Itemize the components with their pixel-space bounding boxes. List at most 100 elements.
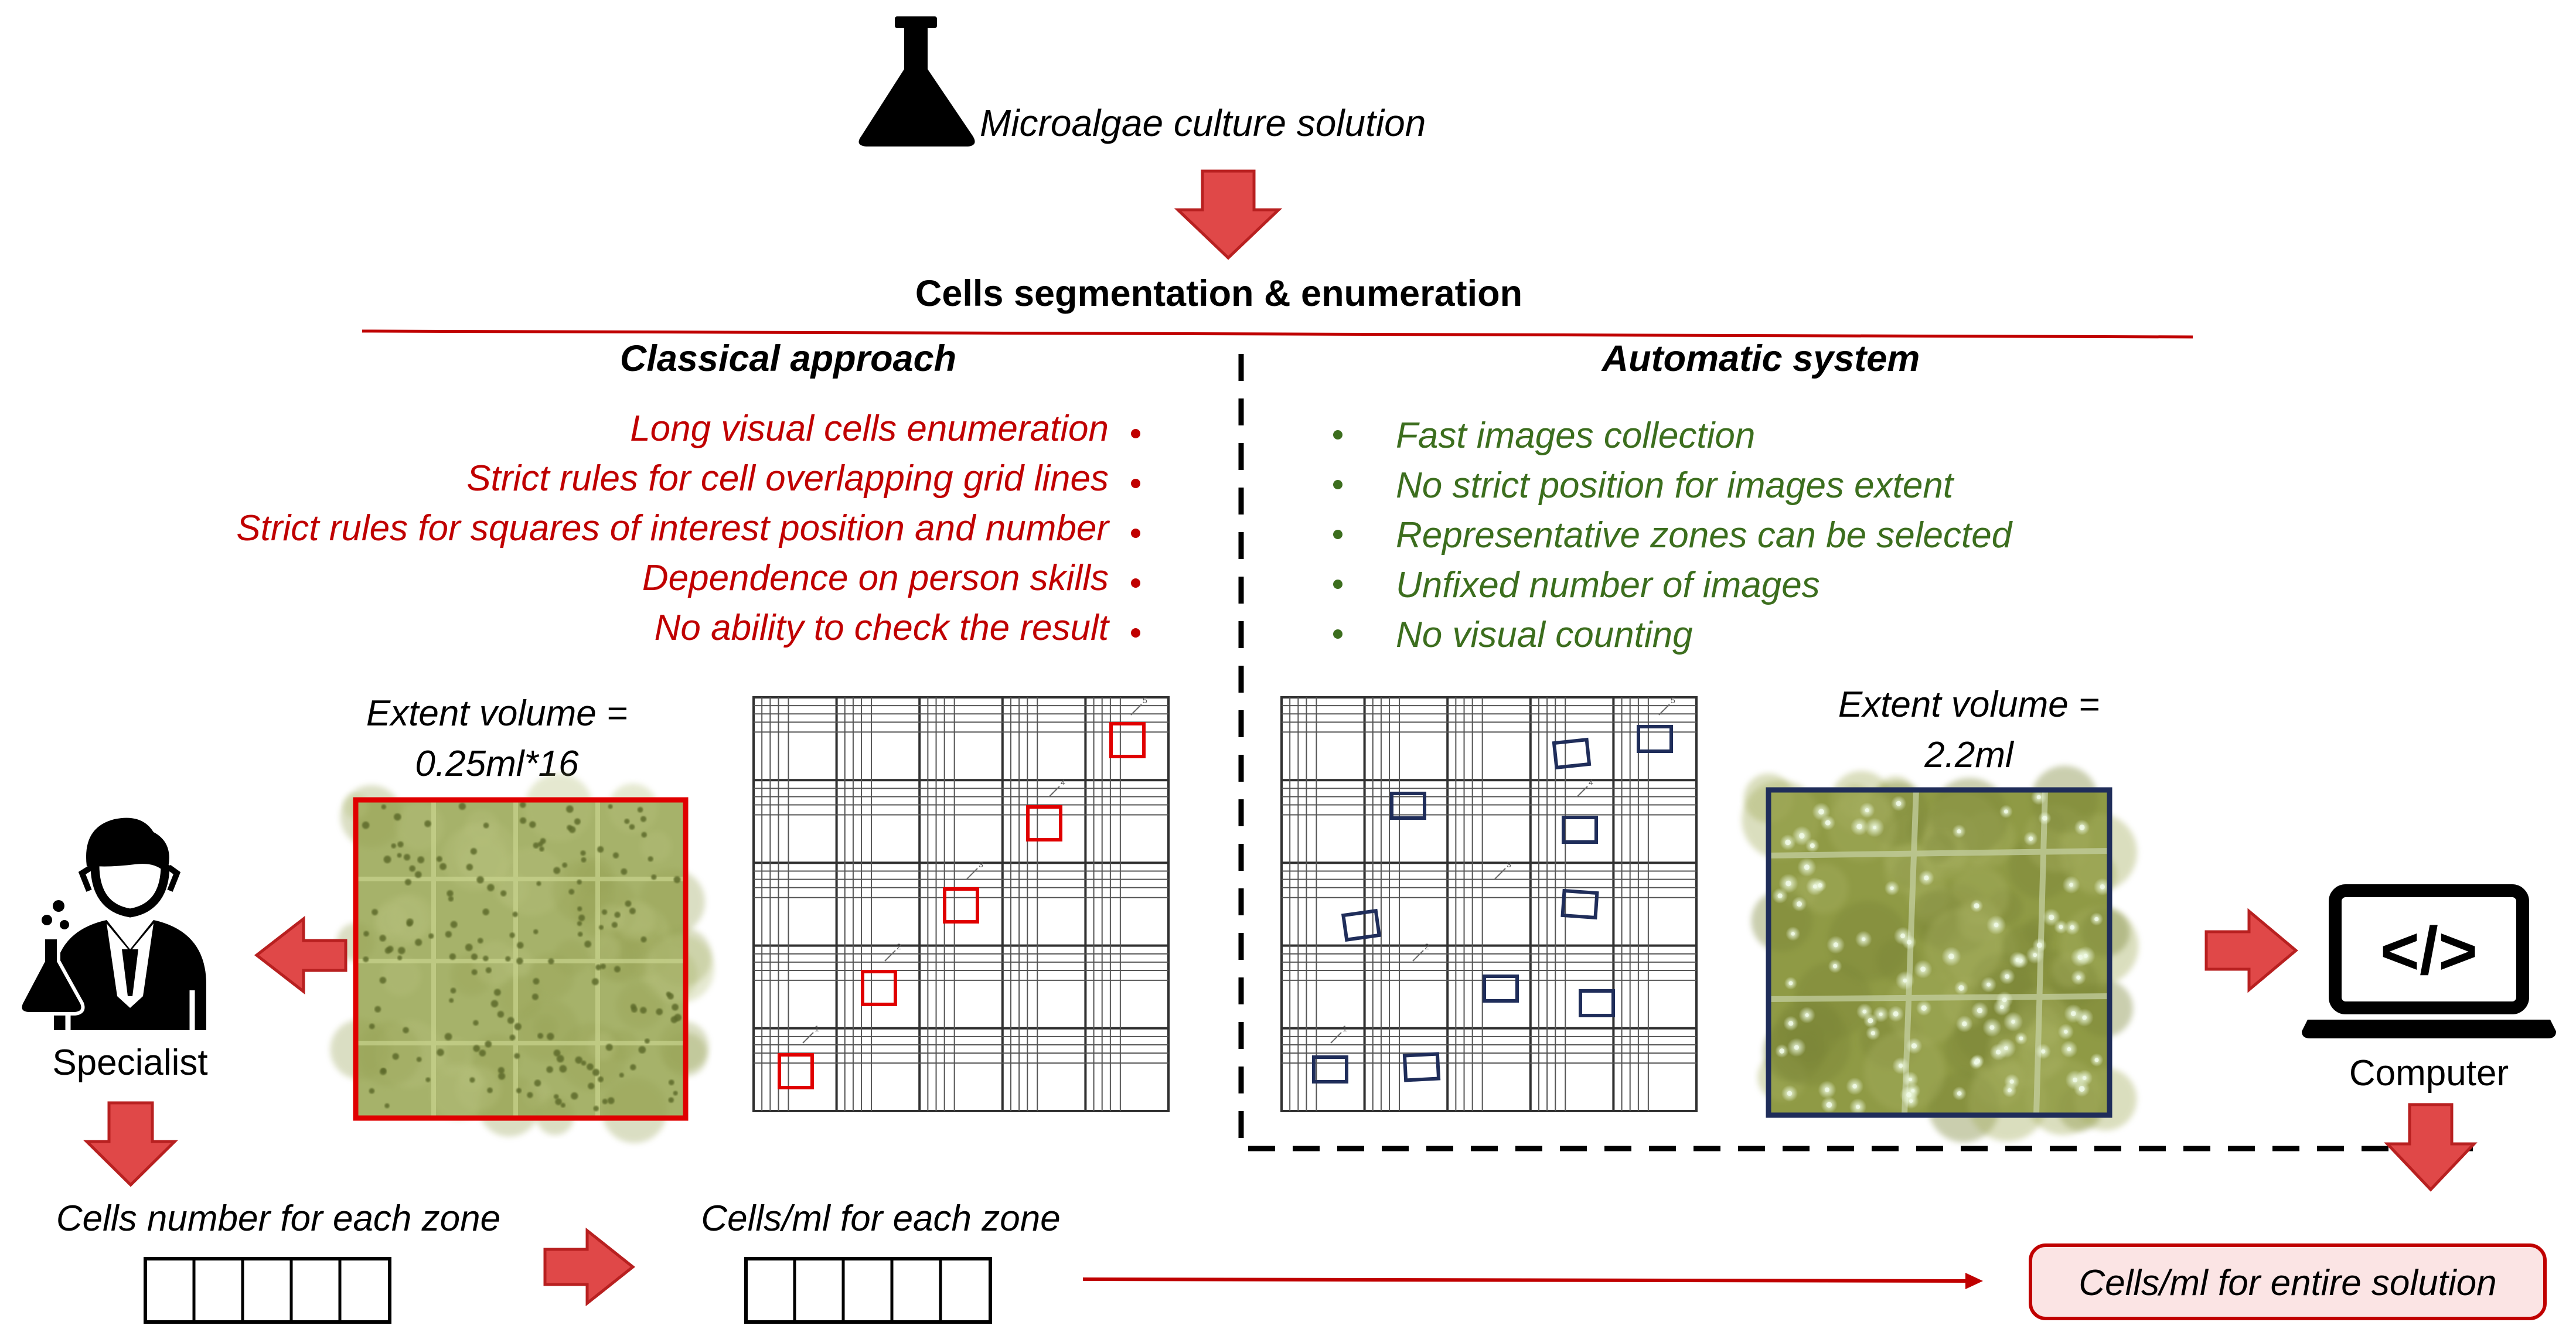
automatic-bullet: No visual counting — [1396, 615, 1693, 655]
algae-cell — [600, 963, 606, 969]
algae-cell — [2082, 1015, 2087, 1020]
algae-cell — [397, 841, 404, 848]
automatic-extent-label: Extent volume = — [1838, 684, 2100, 725]
algae-cell — [397, 853, 402, 858]
texture-blob — [524, 773, 593, 842]
algae-cell — [612, 852, 619, 858]
algae-cell — [1903, 978, 1907, 983]
texture-blob — [455, 1065, 501, 1112]
algae-cell — [1958, 985, 1964, 991]
algae-cell — [1911, 1043, 1917, 1049]
algae-cell — [369, 1088, 375, 1094]
algae-cell — [1796, 901, 1802, 907]
algae-cell — [624, 819, 630, 824]
algae-cell — [398, 946, 406, 955]
algae-cell — [436, 856, 442, 862]
grid-border — [752, 696, 1170, 1112]
algae-cell — [482, 908, 489, 915]
grid-lines — [752, 696, 1170, 1112]
algae-cell — [534, 1079, 541, 1087]
algae-cell — [580, 850, 586, 856]
algae-cell — [673, 876, 681, 883]
bullet-dot — [1333, 580, 1342, 589]
algae-cell — [470, 848, 478, 855]
texture-blob — [577, 858, 614, 895]
algae-cell — [516, 958, 523, 965]
algae-cell — [1788, 1021, 1794, 1026]
algae-cell — [539, 846, 544, 852]
algae-cell — [397, 955, 403, 960]
algae-cell — [1962, 1021, 1967, 1027]
classical-bullet: Strict rules for cell overlapping grid l… — [466, 458, 1109, 499]
texture-blob — [514, 998, 579, 1062]
algae-cell — [547, 1033, 554, 1041]
cells-ml-table — [744, 1257, 992, 1324]
algae-cell — [520, 817, 527, 824]
grid-marker-label: 2 — [897, 942, 901, 951]
algae-cell — [2036, 942, 2043, 948]
automatic-bullet: No strict position for images extent — [1396, 465, 1955, 506]
algae-cell — [384, 947, 391, 954]
algae-cell — [640, 936, 647, 943]
algae-cell — [414, 871, 422, 878]
algae-cell — [519, 802, 526, 808]
algae-cell — [2076, 975, 2081, 980]
algae-cell — [641, 832, 648, 838]
algae-cell — [445, 931, 452, 938]
algae-cell — [1804, 864, 1810, 870]
arrow-down-from-computer — [2384, 1103, 2478, 1192]
algae-cell — [2059, 925, 2063, 929]
algae-cell — [487, 1087, 493, 1093]
classical-bullet-list: Long visual cells enumeration Strict rul… — [236, 408, 1140, 648]
grid-marker-tick — [1494, 868, 1506, 880]
algae-cell — [2003, 809, 2008, 814]
algae-cell — [577, 931, 583, 937]
algae-cell — [667, 993, 674, 1000]
algae-cell — [548, 958, 554, 965]
algae-cell — [1818, 809, 1824, 815]
algae-cell — [517, 942, 524, 949]
algae-cell — [2002, 997, 2007, 1003]
algae-cell — [2064, 1030, 2068, 1034]
grid-marker-tick — [1576, 786, 1588, 798]
long-connector-arrowhead — [1965, 1273, 1983, 1289]
algae-cell — [490, 1000, 499, 1008]
title-underline — [362, 329, 2193, 339]
algae-cell — [668, 1079, 674, 1086]
algae-cell — [449, 998, 454, 1003]
zone-of-interest-square — [1026, 805, 1062, 841]
dashed-divider — [1238, 354, 2473, 1151]
grid-marker-tick — [1130, 704, 1142, 716]
algae-cell — [656, 1008, 663, 1016]
algae-cell — [483, 955, 489, 962]
algae-cell — [1787, 1091, 1793, 1096]
algae-cell — [614, 966, 621, 973]
algae-cell — [1824, 1087, 1829, 1092]
grid-marker-tick — [1412, 950, 1424, 962]
algae-cell — [1890, 886, 1894, 890]
algae-cell — [640, 816, 647, 822]
bullet-dot — [1333, 629, 1342, 639]
laptop-code-icon: </> — [2302, 884, 2556, 1038]
bullet-dot — [1333, 430, 1342, 439]
algae-cell — [1873, 826, 1877, 830]
grid-marker-label: 4 — [1061, 778, 1065, 787]
algae-cell — [2070, 925, 2075, 930]
algae-cell — [1909, 1099, 1913, 1103]
algae-cell — [2069, 883, 2074, 887]
algae-cell — [577, 921, 582, 926]
algae-cell — [630, 1064, 636, 1071]
algae-cell — [1779, 1048, 1785, 1054]
algae-cell — [471, 969, 478, 976]
algae-cell — [2079, 824, 2085, 830]
grid-marker-label: 2 — [1425, 942, 1429, 951]
algae-cell — [577, 879, 582, 885]
algae-cell — [392, 1053, 399, 1060]
zone-of-interest-square — [1341, 908, 1382, 942]
texture-blob — [554, 939, 589, 975]
algae-cell — [560, 1102, 565, 1108]
algae-cell — [1862, 1009, 1867, 1014]
algae-cell — [2019, 1036, 2023, 1041]
zone-of-interest-square — [1579, 989, 1615, 1017]
algae-cell — [404, 878, 411, 885]
